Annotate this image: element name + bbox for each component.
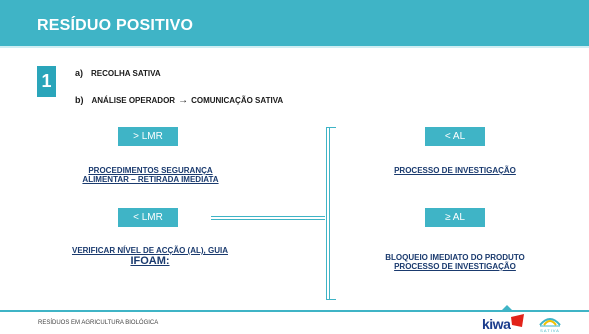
- text-food-safety-procedures: PROCEDIMENTOS SEGURANÇA ALIMENTAR – RETI…: [58, 166, 243, 184]
- sativa-logo-text: SATIVA: [540, 328, 560, 333]
- sativa-logo-icon: [539, 318, 561, 327]
- step-b-text-after: COMUNICAÇÃO SATIVA: [191, 96, 284, 105]
- text-block-line1: BLOQUEIO IMEDIATO DO PRODUTO: [385, 253, 525, 262]
- slide-header: [0, 0, 589, 46]
- step-b: b) ANÁLISE OPERADOR→COMUNICAÇÃO SATIVA: [75, 95, 283, 106]
- pill-greater-lmr: > LMR: [118, 127, 178, 146]
- text-verify-line1: VERIFICAR NÍVEL DE ACÇÃO (AL), GUIA: [71, 246, 228, 255]
- text-food-safety-line1: PROCEDIMENTOS SEGURANÇA: [88, 166, 213, 175]
- step-number-badge: 1: [37, 66, 56, 97]
- text-verify-line2: IFOAM:: [130, 255, 170, 267]
- footer-notch-icon: [501, 305, 513, 311]
- text-investigation-process: PROCESSO DE INVESTIGAÇÃO: [394, 166, 516, 175]
- connector-line-top: [211, 216, 325, 217]
- slide-title: RESÍDUO POSITIVO: [37, 17, 194, 34]
- bracket-top-tick: [326, 127, 336, 128]
- step-b-letter: b): [75, 95, 84, 105]
- step-a-text: RECOLHA SATIVA: [91, 69, 161, 78]
- step-a: a) RECOLHA SATIVA: [75, 68, 161, 78]
- footer-caption: RESÍDUOS EM AGRICULTURA BIOLÓGICA: [38, 320, 159, 326]
- bracket-line-inner: [329, 127, 330, 300]
- text-verify-action-level: VERIFICAR NÍVEL DE ACÇÃO (AL), GUIA IFOA…: [40, 246, 260, 267]
- kiwa-logo: kiwa: [482, 316, 511, 332]
- bracket-line-outer: [326, 127, 327, 300]
- arrow-right-icon: →: [178, 95, 189, 106]
- text-block-line2: PROCESSO DE INVESTIGAÇÃO: [394, 262, 516, 271]
- step-b-text-before: ANÁLISE OPERADOR: [91, 96, 176, 105]
- step-a-letter: a): [75, 68, 84, 78]
- kiwa-flag-icon: [511, 314, 524, 327]
- pill-greater-equal-al: ≥ AL: [425, 208, 485, 227]
- connector-line-bottom: [211, 219, 325, 220]
- bracket-bottom-tick: [326, 299, 336, 300]
- pill-less-lmr: < LMR: [118, 208, 178, 227]
- footer-divider: [0, 310, 589, 312]
- pill-less-al: < AL: [425, 127, 485, 146]
- text-block-product: BLOQUEIO IMEDIATO DO PRODUTO PROCESSO DE…: [340, 253, 570, 271]
- header-divider: [0, 46, 589, 48]
- text-food-safety-line2: ALIMENTAR – RETIRADA IMEDIATA: [82, 175, 219, 184]
